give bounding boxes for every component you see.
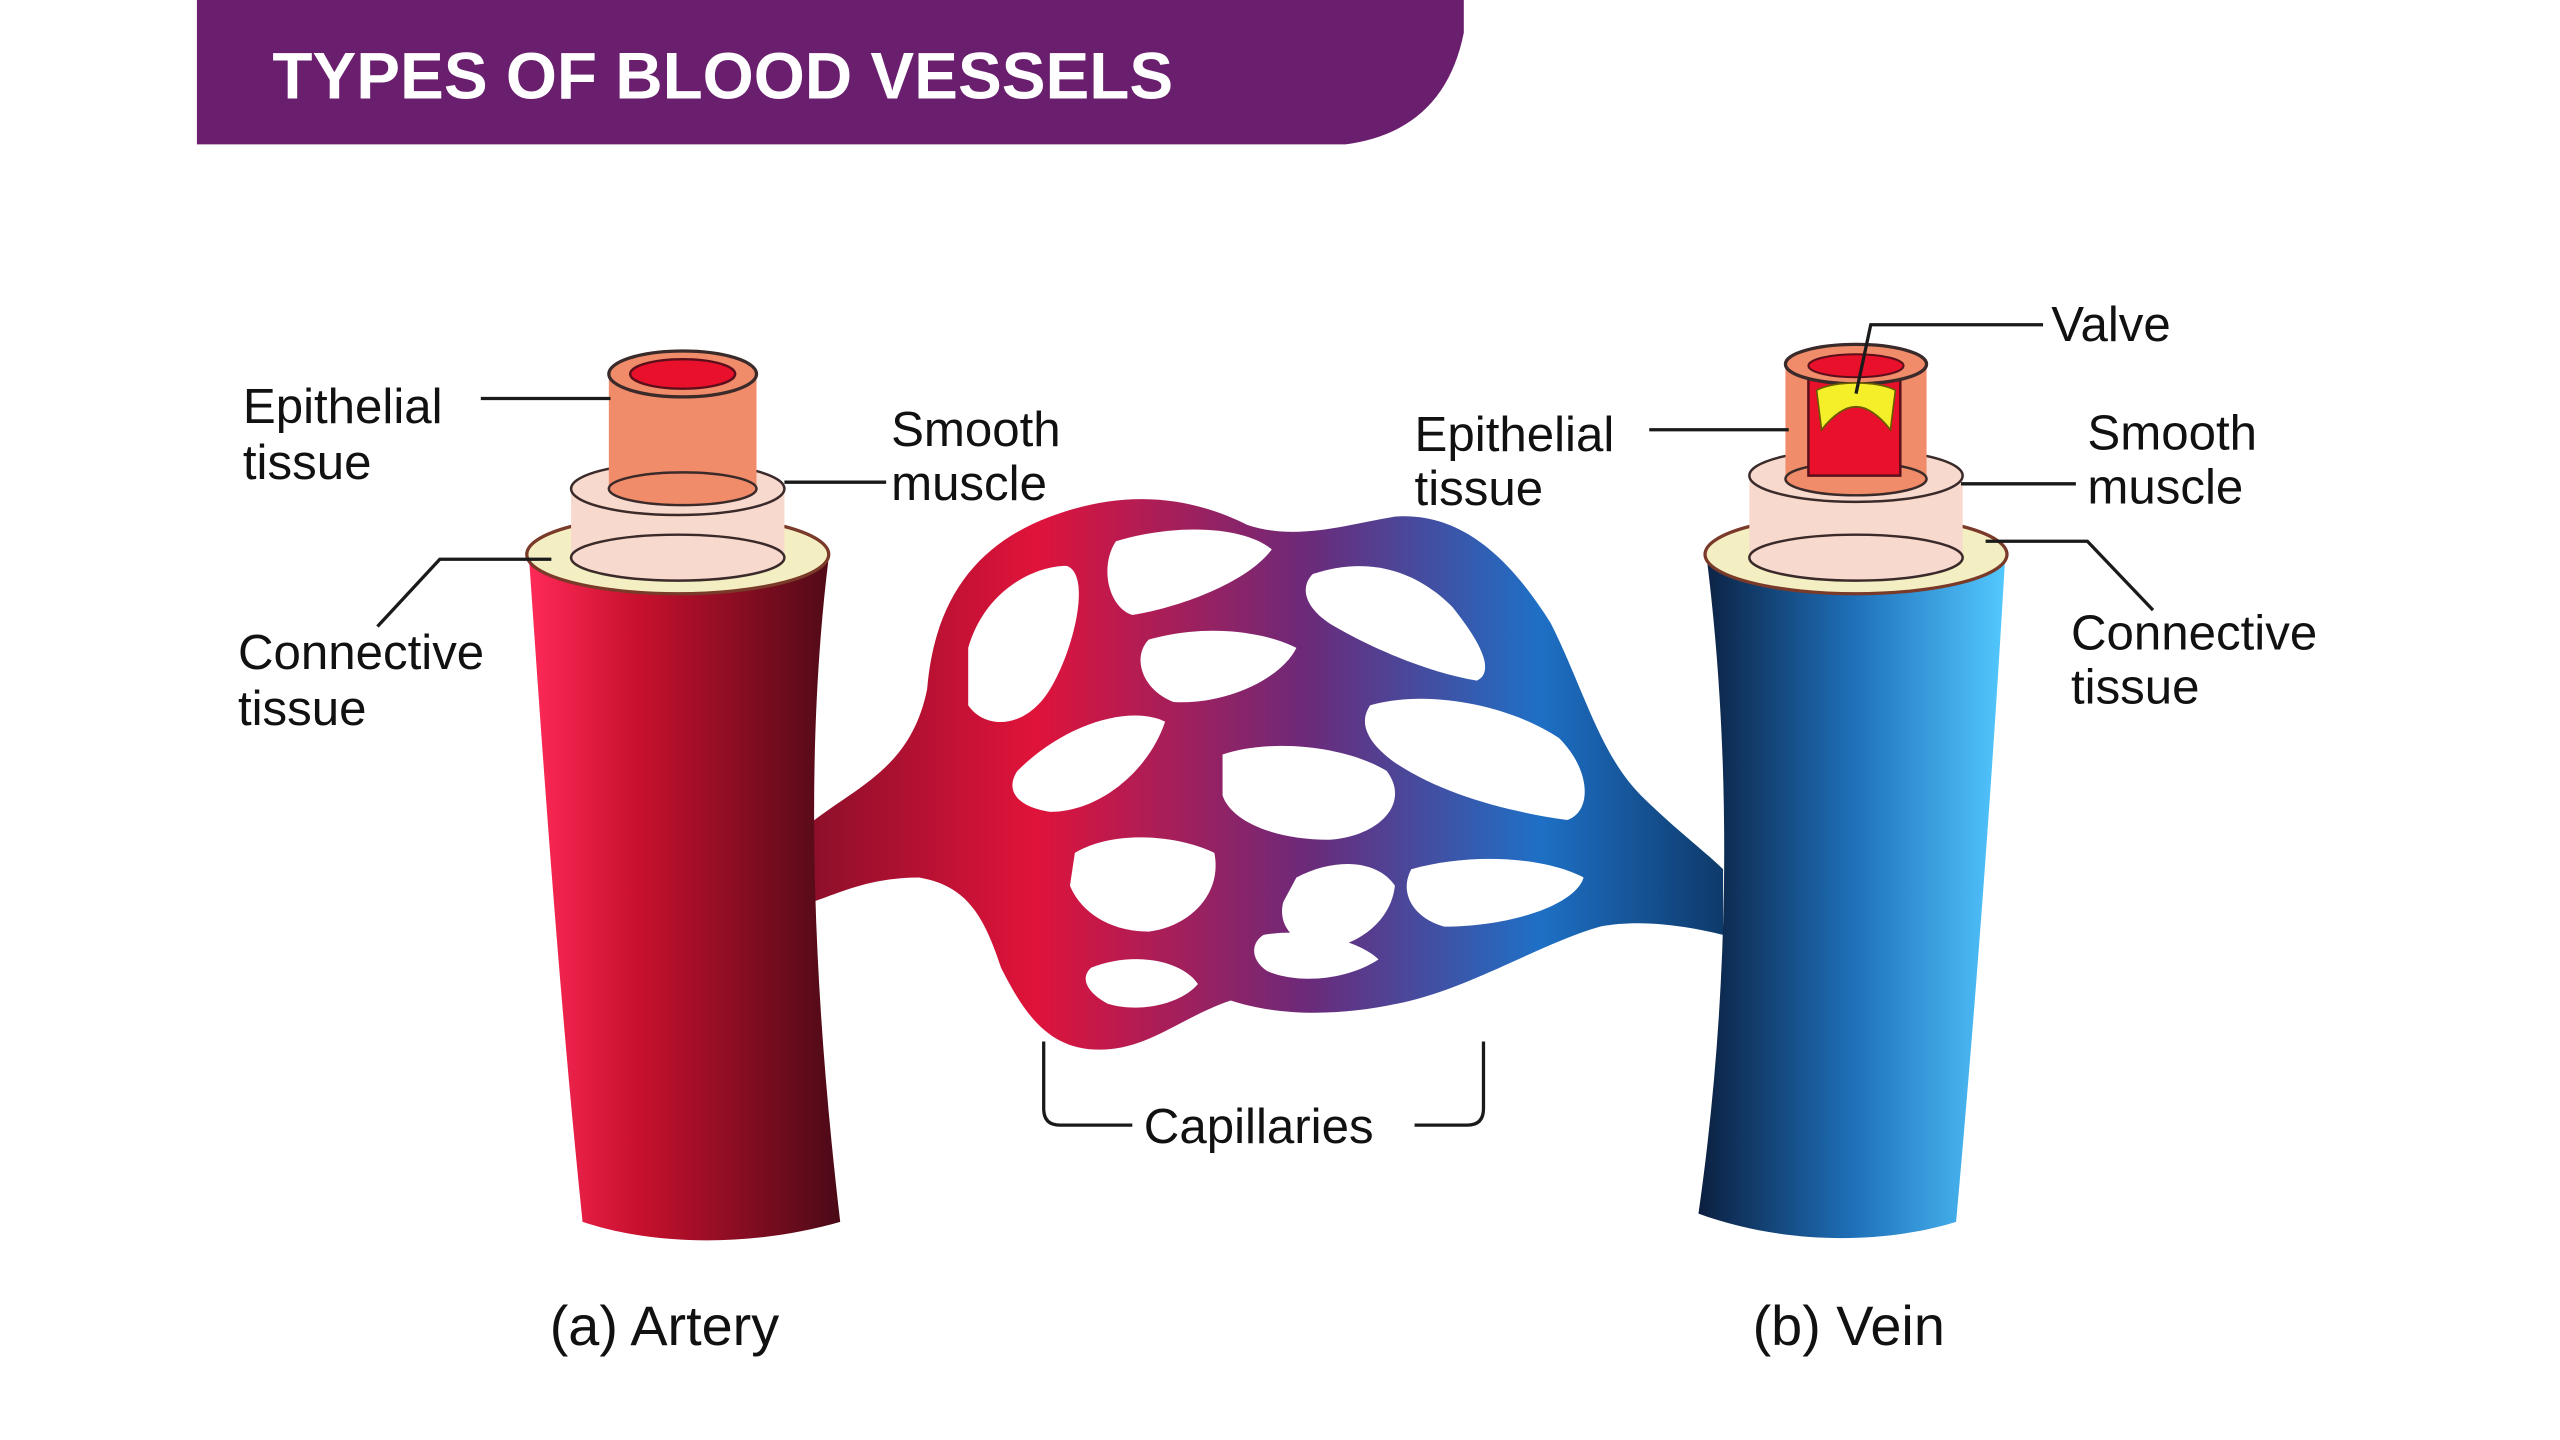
artery-lumen — [628, 357, 737, 390]
capillary-gaps — [968, 529, 1585, 1008]
page-title: TYPES OF BLOOD VESSELS — [272, 39, 1173, 112]
label-vein-smooth-muscle: Smooth muscle — [2087, 405, 2270, 514]
label-vein-valve: Valve — [2051, 297, 2170, 352]
label-artery-epithelial: Epithelial tissue — [243, 379, 456, 490]
label-artery-connective: Connective tissue — [238, 625, 498, 736]
title-banner-shape — [196, 0, 1464, 145]
capillary-network — [804, 499, 1724, 1050]
capillary-gap — [1282, 863, 1395, 948]
capillary-gap — [1069, 837, 1216, 932]
vein-lumen-top — [1807, 353, 1905, 379]
artery-epithelial-bottom — [607, 471, 758, 507]
label-capillaries: Capillaries — [1144, 1099, 1374, 1154]
capillary-gap — [1222, 745, 1396, 840]
leader-vein-connective — [1985, 539, 2155, 612]
valve-shape — [1815, 382, 1897, 432]
capillary-gap — [1085, 959, 1198, 1008]
title-banner: TYPES OF BLOOD VESSELS — [196, 0, 1464, 145]
capillary-gap — [1012, 715, 1166, 812]
capillary-gap — [1140, 630, 1297, 703]
capillaries-bracket — [1042, 1041, 1486, 1127]
labels: Epithelial tissue Smooth muscle Connecti… — [238, 297, 2331, 1357]
capillary-gap — [1107, 529, 1272, 616]
vein-body — [1698, 554, 2006, 1239]
capillary-gap — [968, 565, 1079, 723]
capillary-gap — [1305, 566, 1486, 681]
leader-lines — [376, 323, 2155, 1127]
caption-vein: (b) Vein — [1753, 1295, 1945, 1357]
caption-artery: (a) Artery — [550, 1295, 779, 1357]
label-artery-smooth-muscle: Smooth muscle — [891, 402, 1074, 511]
artery — [525, 349, 841, 1241]
capillary-gap — [1254, 932, 1379, 979]
capillary-gap — [1364, 698, 1585, 821]
capillary-gap — [1406, 858, 1584, 927]
vein — [1698, 342, 2009, 1239]
vein-smooth-muscle-bottom — [1748, 533, 1964, 582]
leader-artery-connective — [376, 557, 552, 628]
label-vein-epithelial: Epithelial tissue — [1415, 407, 1628, 516]
artery-body — [528, 549, 841, 1241]
artery-smooth-muscle-bottom — [569, 533, 786, 582]
leader-vein-valve — [1854, 323, 2044, 394]
label-vein-connective: Connective tissue — [2071, 605, 2331, 714]
